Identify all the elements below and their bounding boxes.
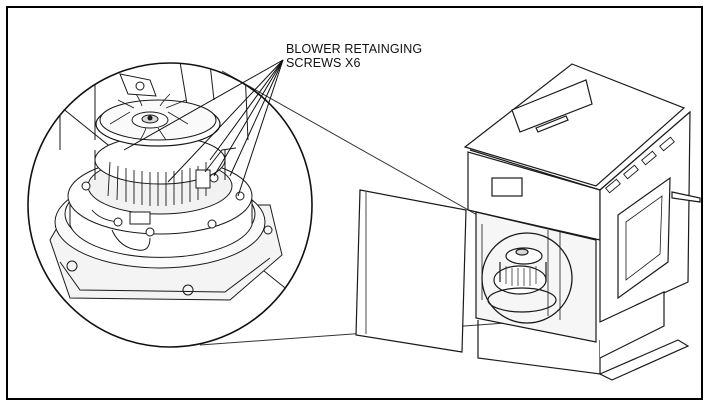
magnified-detail-circle: [27, 62, 313, 348]
callout-line-1: BLOWER RETAINGING: [286, 42, 423, 56]
stove-side-panel: [355, 189, 467, 353]
blower-screws-callout: BLOWER RETAINGING SCREWS X6: [286, 42, 422, 70]
callout-leaders: [123, 59, 284, 197]
callout-line-2: SCREWS X6: [286, 56, 361, 70]
pellet-stove-illustration: [463, 63, 701, 381]
